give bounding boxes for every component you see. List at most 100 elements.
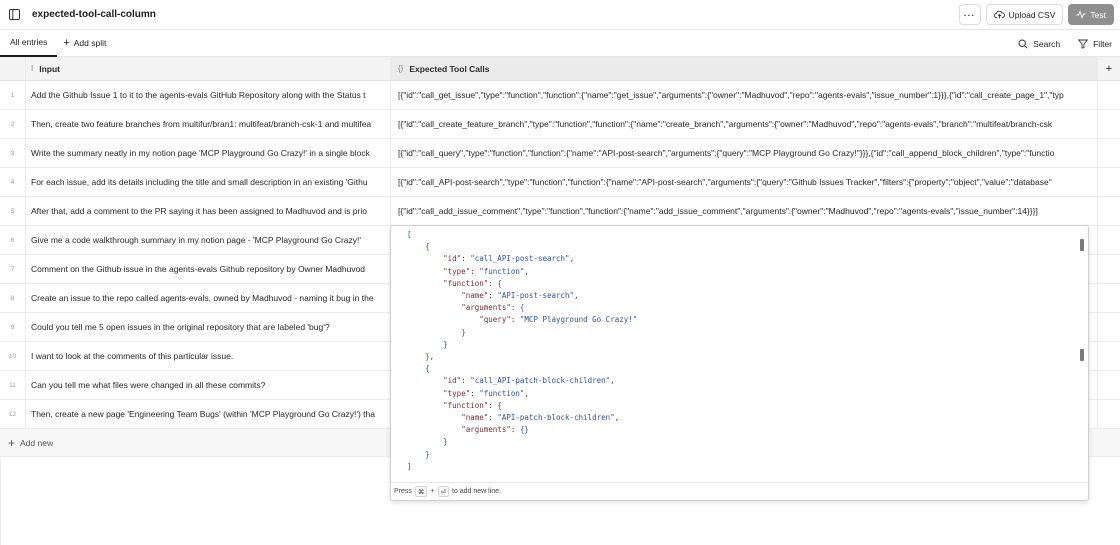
add-split-label: Add split [73,38,107,48]
tab-all-entries[interactable]: All entries [0,30,58,57]
top-actions: ··· Upload CSV Test [958,4,1114,25]
plus-icon: + [8,435,16,450]
input-cell[interactable]: Comment on the Github issue in the agent… [26,255,391,283]
entries-toolbar: All entries + Add split Search Filter [0,30,1120,57]
footer-suffix: to add new line. [451,488,501,495]
tools-cell[interactable] [391,284,1098,312]
input-cell[interactable]: Then, create a new page 'Engineering Tea… [26,400,391,428]
row-number: 8 [0,284,26,312]
braces-icon: {} [398,64,404,73]
input-cell[interactable]: Then, create two feature branches from m… [26,110,391,138]
command-key-icon: ⌘ [414,486,428,497]
row-number: 9 [0,313,26,341]
scroll-marker [1080,239,1084,251]
input-column-label: Input [39,63,61,74]
input-cell[interactable]: Create an issue to the repo called agent… [26,284,391,312]
input-cell[interactable]: Add the Github Issue 1 to it to the agen… [26,81,391,109]
table-row[interactable]: 5 After that, add a comment to the PR sa… [0,197,1120,226]
row-spacer [1098,400,1120,428]
row-spacer [1098,110,1120,138]
plus-icon: + [63,37,70,49]
tools-cell[interactable] [391,400,1098,428]
editor-footer: Press ⌘ + ⏎ to add new line. [391,482,1088,500]
json-editor-popup[interactable]: [ { "id": "call_API-post-search", "type"… [390,225,1089,501]
row-spacer [1098,342,1120,370]
tools-cell[interactable] [391,342,1098,370]
text-cursor-icon: I [31,64,34,73]
tools-cell[interactable] [391,313,1098,341]
filter-button[interactable]: Filter [1078,39,1112,49]
row-spacer [1098,226,1120,254]
row-spacer [1098,284,1120,312]
json-code[interactable]: [ { "id": "call_API-post-search", "type"… [407,230,638,471]
test-button[interactable]: Test [1068,4,1114,25]
row-number: 11 [0,371,26,399]
add-split-button[interactable]: + Add split [63,37,106,49]
search-button[interactable]: Search [1018,39,1060,49]
row-spacer [1098,371,1120,399]
tools-cell[interactable] [391,255,1098,283]
table-row[interactable]: 3 Write the summary neatly in my notion … [0,139,1120,168]
input-cell[interactable]: Write the summary neatly in my notion pa… [26,139,391,167]
input-cell[interactable]: Can you tell me what files were changed … [26,371,391,399]
tools-cell[interactable] [391,226,1098,254]
enter-key-icon: ⏎ [437,486,449,497]
scroll-marker [1080,349,1084,361]
upload-csv-label: Upload CSV [1008,9,1056,20]
activity-icon [1076,10,1086,19]
more-button[interactable]: ··· [958,4,981,25]
input-cell[interactable]: I want to look at the comments of this p… [26,342,391,370]
page-title: expected-tool-call-column [32,9,156,20]
row-number: 2 [0,110,26,138]
input-cell[interactable]: After that, add a comment to the PR sayi… [26,197,391,225]
test-label: Test [1090,9,1106,20]
row-spacer [1098,139,1120,167]
row-number: 6 [0,226,26,254]
row-number: 5 [0,197,26,225]
tools-cell[interactable]: [{"id":"call_create_feature_branch","typ… [391,110,1098,138]
row-number: 7 [0,255,26,283]
left-border [0,458,1,545]
row-spacer [1098,255,1120,283]
tools-column-label: Expected Tool Calls [409,63,490,74]
toolbar-right: Search Filter [1018,30,1112,57]
row-number: 12 [0,400,26,428]
row-spacer [1098,168,1120,196]
upload-csv-button[interactable]: Upload CSV [985,4,1064,25]
filter-label: Filter [1093,38,1112,49]
footer-press: Press [394,488,412,495]
search-icon [1018,38,1028,49]
search-label: Search [1033,38,1061,49]
input-cell[interactable]: Give me a code walkthrough summary in my… [26,226,391,254]
cloud-upload-icon [993,10,1005,19]
row-number: 10 [0,342,26,370]
top-bar: expected-tool-call-column ··· Upload CSV… [0,0,1120,30]
table-row[interactable]: 4 For each issue, add its details includ… [0,168,1120,197]
tools-cell[interactable] [391,371,1098,399]
input-cell[interactable]: For each issue, add its details includin… [26,168,391,196]
tools-cell[interactable]: [{"id":"call_API-post-search","type":"fu… [391,168,1098,196]
sidebar-toggle-icon[interactable] [0,0,28,30]
tools-cell[interactable]: [{"id":"call_get_issue","type":"function… [391,81,1098,109]
table-row[interactable]: 1 Add the Github Issue 1 to it to the ag… [0,81,1120,110]
row-spacer [1098,81,1120,109]
row-number: 3 [0,139,26,167]
row-number: 4 [0,168,26,196]
row-spacer [1098,197,1120,225]
table-header: I Input {} Expected Tool Calls + [0,57,1120,81]
row-spacer [1098,313,1120,341]
add-column-button[interactable]: + [1098,57,1120,80]
row-number-header [0,57,26,80]
input-column-header[interactable]: I Input [26,57,391,80]
table-row[interactable]: 2 Then, create two feature branches from… [0,110,1120,139]
filter-icon [1078,39,1089,49]
footer-plus: + [430,488,435,495]
tools-cell[interactable]: [{"id":"call_add_issue_comment","type":"… [391,197,1098,225]
row-number: 1 [0,81,26,109]
input-cell[interactable]: Could you tell me 5 open issues in the o… [26,313,391,341]
tools-column-header[interactable]: {} Expected Tool Calls [391,57,1098,80]
add-new-label: Add new [20,437,54,448]
add-new-button[interactable]: + Add new [0,436,53,450]
tools-cell[interactable]: [{"id":"call_query","type":"function","f… [391,139,1098,167]
plus-icon: + [1105,62,1113,75]
